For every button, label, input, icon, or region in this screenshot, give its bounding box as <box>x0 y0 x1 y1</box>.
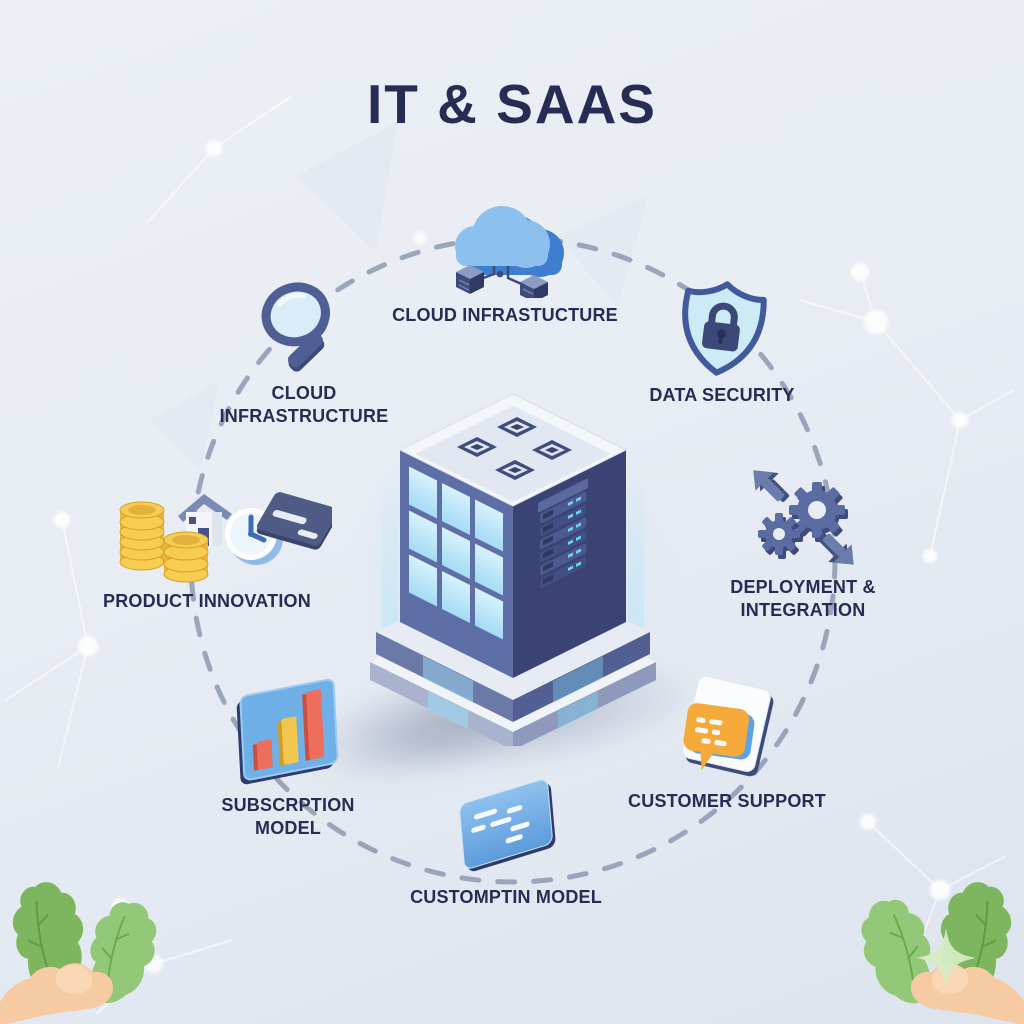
tablet-text-icon <box>459 779 556 872</box>
sparkle-icon <box>916 928 976 988</box>
node-subscription-model: SUBSCRPTION MODEL <box>188 674 388 840</box>
node-label: DATA SECURITY <box>649 385 795 405</box>
node-label: CUSTOMER SUPPORT <box>628 791 826 811</box>
magnifier-icon <box>261 282 330 372</box>
node-label: PRODUCT INNOVATION <box>103 591 311 611</box>
node-label: SUBSCRPTION MODEL <box>221 795 355 839</box>
node-cloud-infrastructure-left: CLOUD INFRASTRUCTURE <box>189 276 419 428</box>
shield-lock-icon <box>682 281 767 376</box>
cloud-with-servers-icon <box>455 206 564 298</box>
node-deployment-integration: DEPLOYMENT & INTEGRATION <box>703 458 903 622</box>
server-rack-icon <box>538 478 588 589</box>
node-product-innovation: PRODUCT INNOVATION <box>82 482 332 613</box>
node-label: CLOUD INFRASTRUCTURE <box>219 383 389 427</box>
speech-bubble-icon <box>683 703 755 771</box>
coins-icon <box>119 501 209 583</box>
node-label: CUSTOMPTIN MODEL <box>410 887 602 907</box>
node-customer-support: CUSTOMER SUPPORT <box>612 676 842 813</box>
chat-bubbles-icon <box>682 676 774 777</box>
credit-card-icon <box>256 492 332 550</box>
roof-vents <box>457 417 572 480</box>
node-label: CLOUD INFRASTUCTURE <box>392 305 618 325</box>
bars <box>252 689 325 771</box>
hand-icon <box>0 963 114 1024</box>
node-customption-model: CUSTOMPTIN MODEL <box>391 772 621 909</box>
hand-holding-leaves-right <box>861 882 1024 1024</box>
hand-holding-leaves-left <box>0 882 157 1024</box>
node-data-security: DATA SECURITY <box>617 278 827 407</box>
hand-icon <box>910 963 1024 1024</box>
coins-house-clock-card-icon <box>119 492 332 583</box>
node-label: DEPLOYMENT & INTEGRATION <box>730 577 876 621</box>
isometric-building-icon <box>370 393 656 746</box>
house-icon <box>178 494 232 546</box>
gears-arrows-icon <box>753 470 854 565</box>
node-cloud-infrastructure-top: CLOUD INFRASTUCTURE <box>390 186 620 327</box>
page-title: IT & SAAS <box>367 73 657 135</box>
bar-chart-icon <box>236 678 339 785</box>
